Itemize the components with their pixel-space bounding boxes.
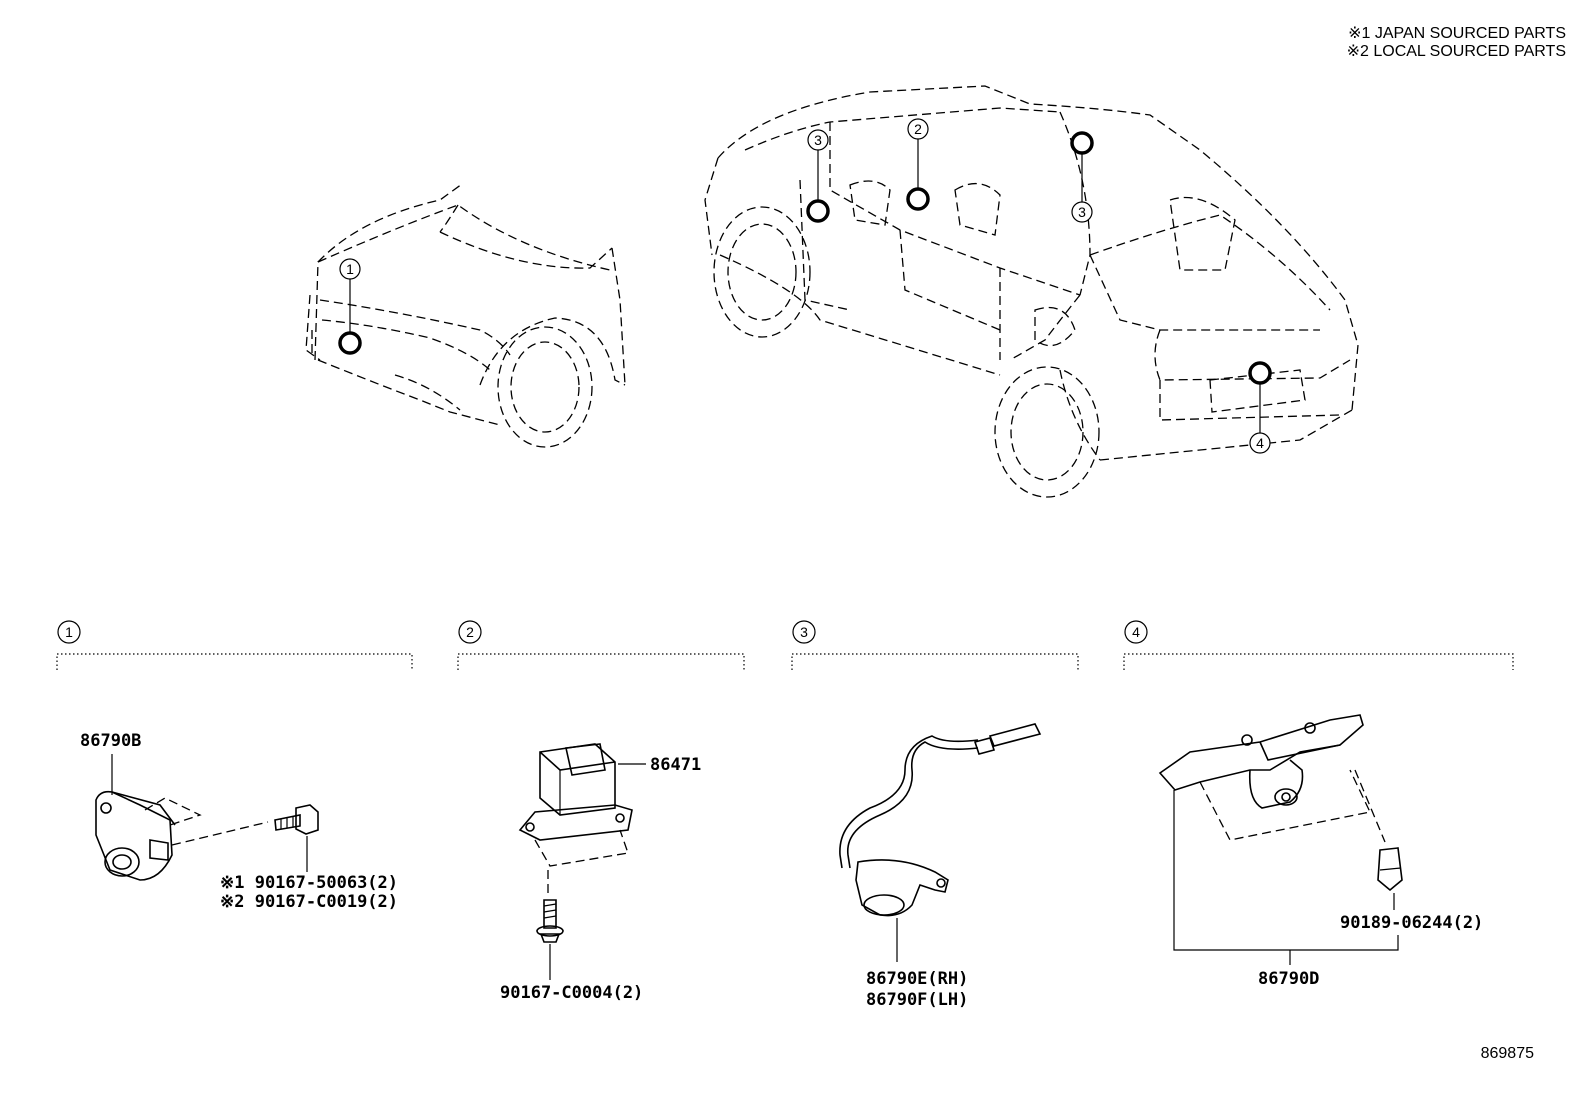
location-marker-2: 2 (906, 118, 930, 211)
section-3-parts: 86790E(RH) 86790F(LH) (839, 723, 1042, 1010)
section-2-header: 2 (457, 620, 745, 670)
front-car-illustration (305, 183, 626, 448)
callout-1: 1 (346, 261, 354, 277)
front-camera-part (95, 790, 176, 881)
bolt-part (274, 804, 319, 835)
section-4-number: 4 (1132, 624, 1140, 640)
section-3-number: 3 (800, 624, 808, 640)
screw-part (536, 899, 564, 943)
diagram-id: 869875 (1481, 1045, 1534, 1062)
callout-3-right: 3 (1078, 204, 1086, 220)
callout-2: 2 (914, 121, 922, 137)
section-1-number: 1 (65, 624, 73, 640)
callout-3-left: 3 (814, 132, 822, 148)
section-2-parts: 86471 90167-C0004(2) (500, 743, 701, 1003)
bolt-japan-label: ※1 90167-50063(2) (220, 873, 398, 893)
part-86790D-label: 86790D (1258, 969, 1319, 989)
location-marker-3-left: 3 (806, 129, 830, 223)
rear-car-illustration (704, 85, 1359, 498)
location-marker-4: 4 (1248, 361, 1272, 454)
section-4-parts: 90189-06244(2) 86790D (1158, 714, 1483, 989)
callout-4: 4 (1256, 435, 1264, 451)
clip-nut-part (1377, 847, 1403, 892)
side-camera-part (839, 723, 1042, 917)
clip-label: 90189-06244(2) (1340, 913, 1483, 933)
part-86790E-label: 86790E(RH) (866, 969, 968, 989)
screw-label: 90167-C0004(2) (500, 983, 643, 1003)
note-local-sourced: ※2 LOCAL SOURCED PARTS (1347, 43, 1566, 60)
rear-camera-part (1158, 714, 1364, 809)
part-86790B-label: 86790B (80, 731, 141, 751)
note-japan-sourced: ※1 JAPAN SOURCED PARTS (1348, 25, 1566, 42)
camera-control-unit-part (518, 743, 633, 841)
section-1-header: 1 (56, 620, 413, 670)
section-4-header: 4 (1123, 620, 1514, 670)
bolt-local-label: ※2 90167-C0019(2) (220, 892, 398, 912)
section-1-parts: 86790B ※1 90167-50063(2) ※2 90167-C0019(… (80, 731, 398, 912)
location-marker-1: 1 (338, 258, 362, 355)
section-3-header: 3 (791, 620, 1079, 670)
section-2-number: 2 (466, 624, 474, 640)
part-86790F-label: 86790F(LH) (866, 990, 968, 1010)
part-86471-label: 86471 (650, 755, 701, 775)
location-marker-3-right: 3 (1070, 131, 1094, 223)
